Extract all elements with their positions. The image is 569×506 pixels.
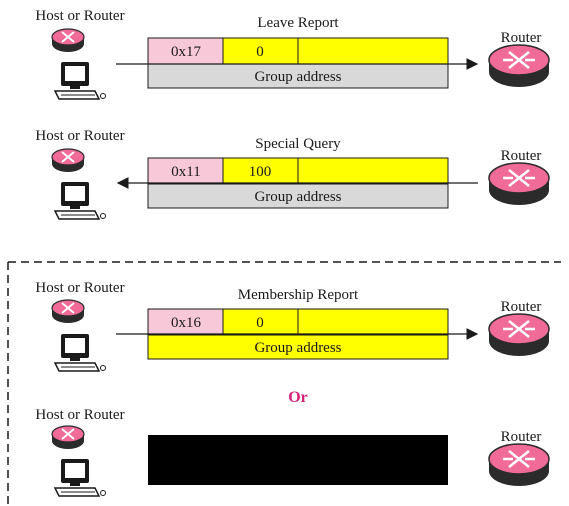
type-field [147,37,224,65]
group-address-label: Group address [254,69,341,85]
router-icon [51,148,85,173]
section-or-case: Host or Router Router [35,407,551,497]
checksum-field [297,308,449,336]
response-time-value: 0 [256,44,264,60]
or-label: Or [288,389,308,406]
router-label: Router [501,299,542,315]
router-icon [487,442,551,488]
computer-icon [54,458,107,497]
router-icon [487,312,551,358]
group-address-label: Group address [254,340,341,356]
router-icon [51,28,85,53]
host-label: Host or Router [35,128,124,144]
response-time-field [222,37,299,65]
computer-icon [54,333,107,372]
section-special-query: Host or Router Special Query 0x11 100 Gr… [35,128,551,220]
message-title: Leave Report [257,15,339,31]
section-leave-report: Host or Router Leave Report 0x17 0 Group… [35,8,551,100]
response-time-value: 0 [256,315,264,331]
type-field [147,308,224,336]
router-icon [51,299,85,324]
checksum-field [297,37,449,65]
section-membership-report: Host or Router Membership Report 0x16 0 … [35,280,551,372]
router-icon [487,43,551,89]
response-time-field [222,308,299,336]
computer-icon [54,61,107,100]
host-label: Host or Router [35,280,124,296]
router-label: Router [501,429,542,445]
group-address-field [147,334,449,360]
router-label: Router [501,148,542,164]
message-title: Special Query [255,136,341,152]
type-code: 0x11 [171,164,200,180]
message-title: Membership Report [238,287,359,303]
type-code: 0x16 [171,315,202,331]
redacted-message-box [148,435,448,485]
router-icon [51,425,85,450]
router-icon [487,161,551,207]
checksum-field [297,157,449,185]
type-code: 0x17 [171,44,202,60]
router-label: Router [501,30,542,46]
group-address-field [147,183,449,209]
host-label: Host or Router [35,407,124,423]
host-label: Host or Router [35,8,124,24]
response-time-value: 100 [249,164,272,180]
computer-icon [54,181,107,220]
group-address-label: Group address [254,189,341,205]
